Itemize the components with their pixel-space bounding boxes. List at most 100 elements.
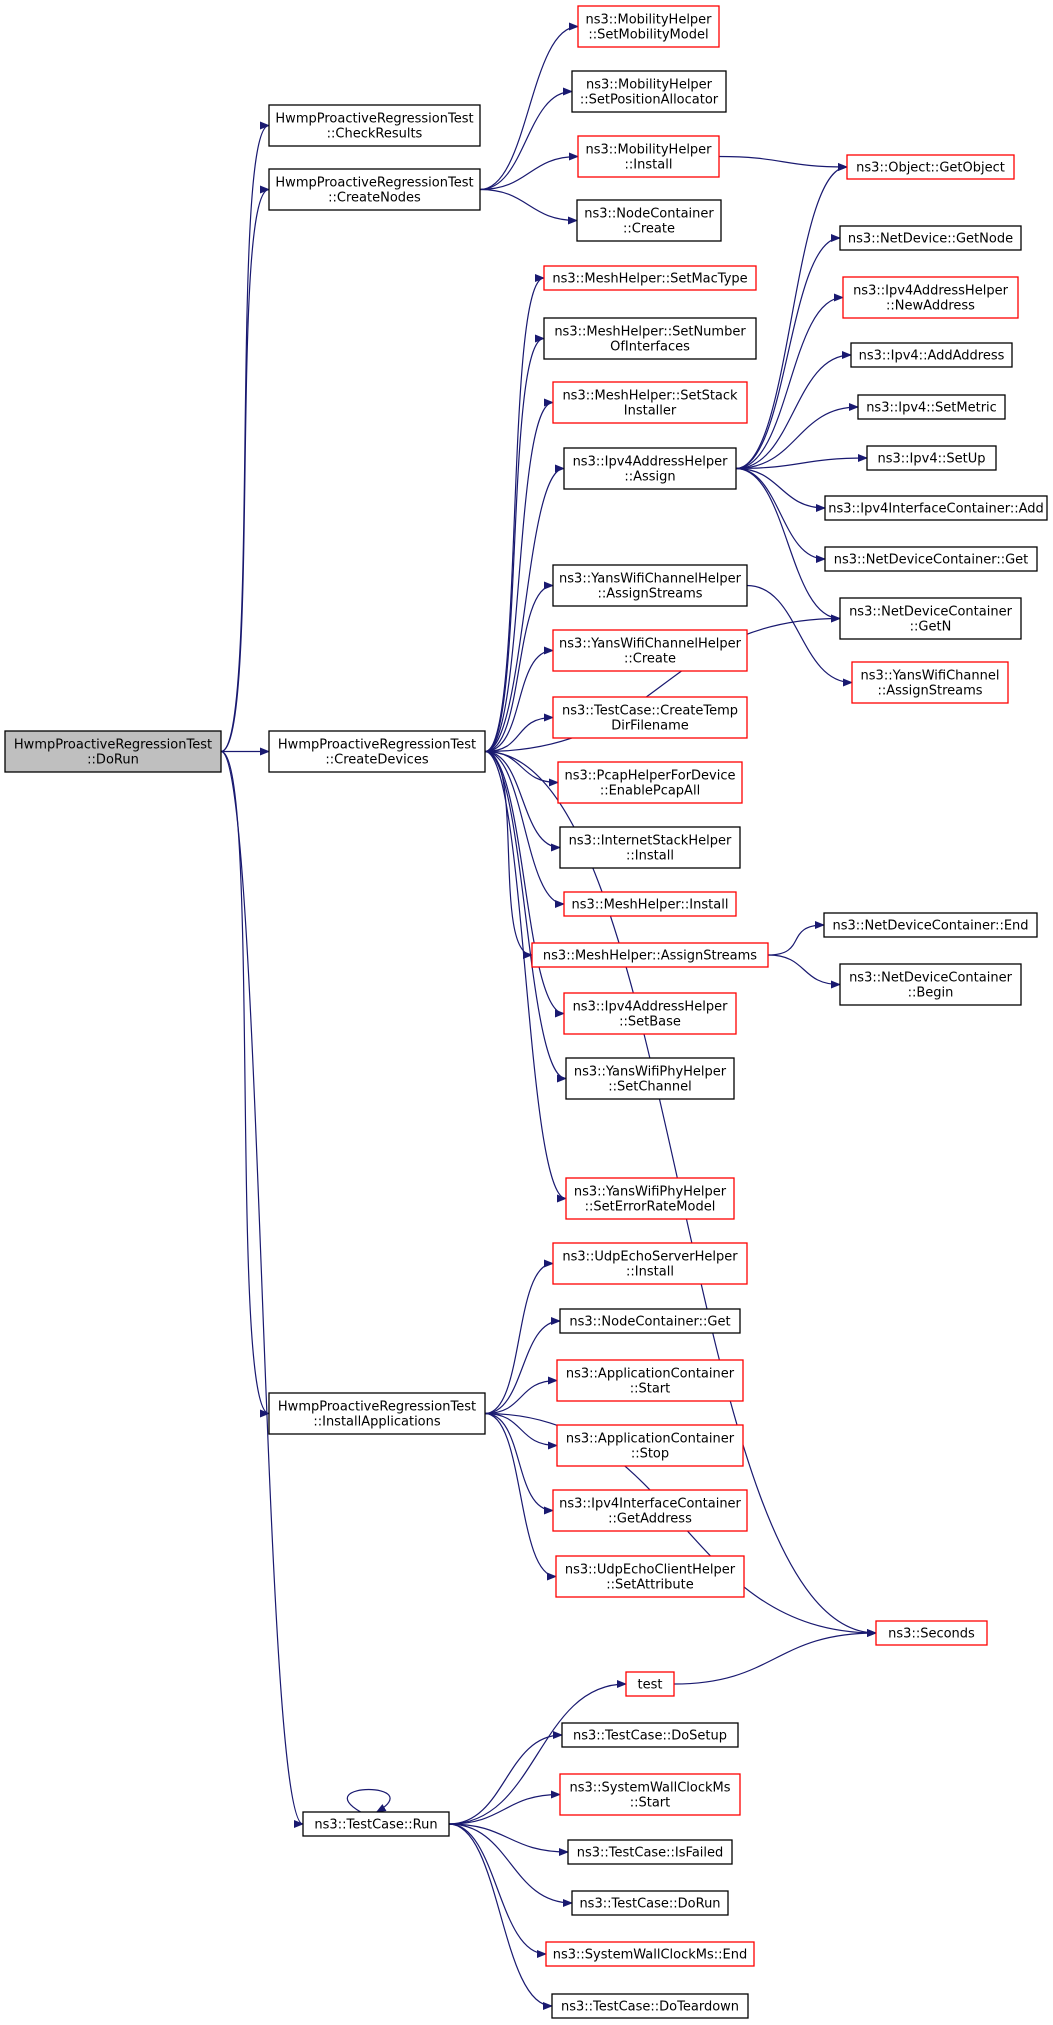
node-box — [557, 761, 743, 804]
node-box — [552, 696, 748, 739]
node-inetinstall[interactable]: ns3::InternetStackHelper::Install — [559, 826, 741, 869]
node-checkresults[interactable]: HwmpProactiveRegressionTest::CheckResult… — [268, 104, 481, 147]
node-label: test — [638, 1678, 663, 1693]
node-getobject[interactable]: ns3::Object::GetObject — [846, 154, 1015, 180]
node-setposalloc[interactable]: ns3::MobilityHelper::SetPositionAllocato… — [571, 70, 727, 113]
node-box — [552, 564, 748, 607]
node-swcstart[interactable]: ns3::SystemWallClockMs::Start — [559, 1773, 741, 1816]
node-createnodes[interactable]: HwmpProactiveRegressionTest::CreateNodes — [268, 168, 481, 211]
node-box — [561, 1722, 739, 1748]
node-label: ::Create — [624, 652, 676, 667]
node-mobinstall[interactable]: ns3::MobilityHelper::Install — [577, 135, 720, 178]
node-label: ns3::MeshHelper::SetNumber — [554, 325, 746, 340]
node-label: ns3::Ipv4::SetMetric — [866, 401, 997, 416]
node-setchannel[interactable]: ns3::YansWifiPhyHelper::SetChannel — [565, 1057, 735, 1100]
node-label: ns3::TestCase::DoTeardown — [561, 2000, 739, 2015]
node-ndcbegin[interactable]: ns3::NetDeviceContainer::Begin — [839, 963, 1022, 1006]
edge-createdevices-to-ywchassign — [484, 581, 554, 753]
node-label: HwmpProactiveRegressionTest — [275, 112, 473, 127]
node-acstart[interactable]: ns3::ApplicationContainer::Start — [556, 1359, 744, 1402]
node-setmobmodel[interactable]: ns3::MobilityHelper::SetMobilityModel — [577, 5, 720, 48]
node-tcdorun[interactable]: ns3::TestCase::DoRun — [571, 1890, 729, 1916]
node-ncget[interactable]: ns3::NodeContainer::Get — [559, 1308, 741, 1334]
node-acstop[interactable]: ns3::ApplicationContainer::Stop — [556, 1424, 744, 1467]
node-ywcassign[interactable]: ns3::YansWifiChannel::AssignStreams — [851, 661, 1009, 704]
node-ywchcreate[interactable]: ns3::YansWifiChannelHelper::Create — [552, 629, 748, 672]
node-label: ns3::Ipv4AddressHelper — [853, 284, 1009, 299]
node-box — [571, 1890, 729, 1916]
node-iicgetaddr[interactable]: ns3::Ipv4InterfaceContainer::GetAddress — [552, 1489, 748, 1532]
edge-createdevices-to-ndcgetn — [484, 614, 841, 753]
node-label: ns3::YansWifiChannelHelper — [559, 572, 742, 587]
node-label: ns3::YansWifiChannelHelper — [559, 637, 742, 652]
node-ndcgetn[interactable]: ns3::NetDeviceContainer::GetN — [839, 597, 1022, 640]
edge-ipv4assign-to-addaddress — [735, 351, 852, 470]
node-setmactype[interactable]: ns3::MeshHelper::SetMacType — [543, 265, 757, 291]
node-label: ::NewAddress — [886, 299, 975, 314]
node-label: ::CheckResults — [327, 127, 423, 142]
node-label: ns3::NodeContainer — [584, 207, 714, 222]
node-installapps[interactable]: HwmpProactiveRegressionTest::InstallAppl… — [268, 1392, 486, 1435]
node-pcapall[interactable]: ns3::PcapHelperForDevice::EnablePcapAll — [557, 761, 743, 804]
edge-installapps-to-acstop — [484, 1412, 558, 1450]
node-ipv4assign[interactable]: ns3::Ipv4AddressHelper::Assign — [563, 447, 737, 490]
node-swcend[interactable]: ns3::SystemWallClockMs::End — [545, 1941, 755, 1967]
node-createdevices[interactable]: HwmpProactiveRegressionTest::CreateDevic… — [268, 730, 486, 773]
node-box — [571, 70, 727, 113]
node-label: HwmpProactiveRegressionTest — [278, 1400, 476, 1415]
node-ywchassign[interactable]: ns3::YansWifiChannelHelper::AssignStream… — [552, 564, 748, 607]
edge-installapps-to-udpserver — [484, 1259, 554, 1415]
node-udpserver[interactable]: ns3::UdpEchoServerHelper::Install — [552, 1242, 748, 1285]
node-label: ::Install — [626, 1265, 674, 1280]
node-ndcget[interactable]: ns3::NetDeviceContainer::Get — [824, 546, 1038, 572]
node-getnode[interactable]: ns3::NetDevice::GetNode — [839, 225, 1022, 251]
edge-createnodes-to-mobinstall — [479, 152, 579, 191]
node-label: HwmpProactiveRegressionTest — [278, 738, 476, 753]
node-box — [567, 1839, 733, 1865]
node-label: ns3::MobilityHelper — [585, 13, 712, 28]
node-ndcend[interactable]: ns3::NetDeviceContainer::End — [823, 912, 1038, 938]
node-box — [559, 826, 741, 869]
node-box — [824, 546, 1038, 572]
node-seconds[interactable]: ns3::Seconds — [875, 1620, 988, 1646]
node-iicadd[interactable]: ns3::Ipv4InterfaceContainer::Add — [824, 495, 1048, 521]
node-label: ns3::MobilityHelper — [585, 143, 712, 158]
node-dosetup[interactable]: ns3::TestCase::DoSetup — [561, 1722, 739, 1748]
node-meshinstall[interactable]: ns3::MeshHelper::Install — [563, 891, 737, 917]
node-nccreate[interactable]: ns3::NodeContainer::Create — [576, 199, 722, 242]
node-newaddress[interactable]: ns3::Ipv4AddressHelper::NewAddress — [842, 276, 1019, 319]
node-test[interactable]: test — [625, 1671, 675, 1697]
edge-tcrun-to-test — [448, 1680, 627, 1825]
node-label: ns3::Ipv4InterfaceContainer::Add — [828, 502, 1044, 517]
node-addaddress[interactable]: ns3::Ipv4::AddAddress — [850, 342, 1013, 368]
node-box — [543, 317, 757, 360]
node-label: ns3::YansWifiPhyHelper — [574, 1185, 727, 1200]
edge-createnodes-to-setmobmodel — [479, 22, 579, 191]
node-setmetric[interactable]: ns3::Ipv4::SetMetric — [857, 394, 1006, 420]
node-label: ::Install — [626, 849, 674, 864]
node-label: ::SetChannel — [608, 1080, 691, 1095]
node-box — [846, 154, 1015, 180]
edge-ipv4assign-to-getnode — [735, 234, 841, 470]
node-seterror[interactable]: ns3::YansWifiPhyHelper::SetErrorRateMode… — [565, 1177, 735, 1220]
node-dorun[interactable]: HwmpProactiveRegressionTest::DoRun — [4, 730, 222, 773]
edge-tcrun-to-doteardown — [448, 1823, 553, 2010]
node-udpclient[interactable]: ns3::UdpEchoClientHelper::SetAttribute — [555, 1555, 745, 1598]
node-doteardown[interactable]: ns3::TestCase::DoTeardown — [551, 1993, 749, 2019]
node-box — [875, 1620, 988, 1646]
node-label: ::InstallApplications — [313, 1415, 441, 1430]
edge-ipv4assign-to-setmetric — [735, 403, 859, 470]
edge-tcrun-to-tcrun — [346, 1788, 391, 1813]
node-setup[interactable]: ns3::Ipv4::SetUp — [866, 445, 997, 471]
node-tcrun[interactable]: ns3::TestCase::Run — [302, 1811, 450, 1837]
node-box — [839, 597, 1022, 640]
node-isfailed[interactable]: ns3::TestCase::IsFailed — [567, 1839, 733, 1865]
node-box — [552, 629, 748, 672]
edge-installapps-to-udpclient — [484, 1412, 557, 1581]
node-meshassign[interactable]: ns3::MeshHelper::AssignStreams — [531, 942, 769, 968]
node-box — [552, 1242, 748, 1285]
node-setbase[interactable]: ns3::Ipv4AddressHelper::SetBase — [563, 992, 737, 1035]
